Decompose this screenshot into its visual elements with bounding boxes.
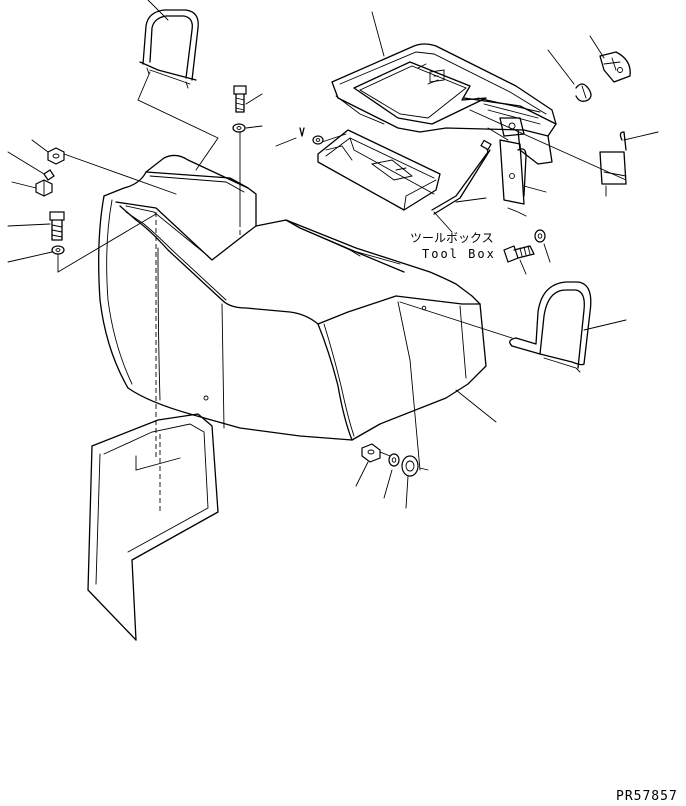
tool-box-tray <box>317 129 441 211</box>
right-handrail <box>509 281 592 373</box>
leader-left-handrail <box>147 0 169 21</box>
washer-tray <box>312 135 324 145</box>
leader-bolt-toolbox <box>519 259 527 275</box>
nut-left-2 <box>35 179 53 197</box>
cotter-pin-right <box>619 131 659 151</box>
leader-spacer-bottom <box>405 475 409 509</box>
washer-top <box>232 123 246 133</box>
leader-stay-rod <box>455 197 487 203</box>
leader-latch-clip <box>589 35 605 59</box>
leader-washer-toolbox <box>543 243 551 263</box>
leader-main-cover <box>455 389 497 423</box>
stay-rod <box>431 139 492 215</box>
leader-spring-pin <box>547 49 575 85</box>
leader-nut-left-1 <box>31 139 49 153</box>
bolt-toolbox <box>503 245 535 263</box>
leader-hinge-bracket <box>523 185 547 193</box>
bolt-left <box>49 211 65 241</box>
leader-washer-left <box>7 251 53 263</box>
leader-tool-box-lid <box>371 11 385 57</box>
bolt-top <box>233 85 247 113</box>
tool-box-label-jp: ツールボックス <box>410 231 494 245</box>
tool-box-label-en: Tool Box <box>422 247 496 261</box>
left-handrail <box>139 9 199 89</box>
leader-nut-bottom <box>355 461 369 487</box>
main-cover <box>98 154 487 441</box>
drawing-code: PR57857 <box>616 789 678 804</box>
lockwasher-left <box>43 169 55 181</box>
washer-toolbox <box>534 229 546 243</box>
latch-clip <box>599 51 631 83</box>
leader-bolt-top <box>245 93 263 105</box>
hinge-bracket <box>499 139 527 205</box>
washer-left <box>51 245 65 255</box>
washer-bottom <box>388 453 400 467</box>
leader-washer-top <box>245 125 263 129</box>
spring-pin <box>575 83 592 102</box>
leader-washer-bottom <box>383 469 393 499</box>
leader-lockwasher-left <box>7 151 45 175</box>
tool-box-lid <box>331 43 557 165</box>
bracket-right <box>599 151 627 185</box>
lower-skirt-plate <box>87 413 219 641</box>
leader-nut-left-2 <box>11 181 37 189</box>
leader-bolt-left <box>7 223 51 227</box>
nut-bottom <box>361 443 381 463</box>
nut-left-1 <box>47 147 65 165</box>
pin-tray <box>275 127 305 147</box>
spacer-bottom <box>401 455 419 477</box>
leader-right-handrail <box>583 319 627 331</box>
